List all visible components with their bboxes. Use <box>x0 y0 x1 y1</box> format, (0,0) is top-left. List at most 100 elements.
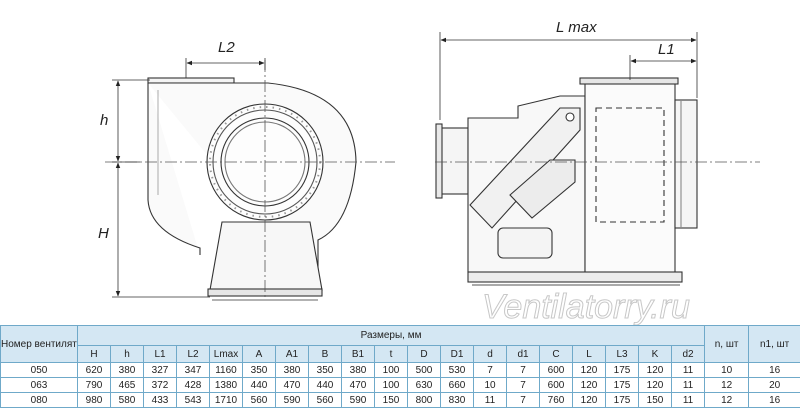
dimension-cell: 560 <box>243 393 276 408</box>
dimension-cell: 372 <box>144 378 177 393</box>
dimension-cell: 7 <box>474 363 507 378</box>
dimension-cell: 590 <box>342 393 375 408</box>
dimension-cell: 980 <box>78 393 111 408</box>
column-header: t <box>375 346 408 363</box>
column-header: L2 <box>177 346 210 363</box>
header-n1: n1, шт <box>749 326 800 363</box>
dimension-cell: 10 <box>474 378 507 393</box>
fan-number-cell: 063 <box>1 378 78 393</box>
dimension-cell: 175 <box>606 378 639 393</box>
header-n: n, шт <box>705 326 749 363</box>
dimension-cell: 7 <box>507 378 540 393</box>
label-h-big: H <box>98 225 109 242</box>
dimension-cell: 11 <box>672 363 705 378</box>
dimension-cell: 327 <box>144 363 177 378</box>
label-l1: L1 <box>658 41 675 58</box>
fan-stand <box>210 222 322 290</box>
dimension-cell: 440 <box>243 378 276 393</box>
column-header: Lmax <box>210 346 243 363</box>
dimension-cell: 11 <box>672 393 705 408</box>
column-header: D <box>408 346 441 363</box>
column-header: H <box>78 346 111 363</box>
dimension-cell: 500 <box>408 363 441 378</box>
dimension-cell: 380 <box>276 363 309 378</box>
dimension-cell: 590 <box>276 393 309 408</box>
column-header: B <box>309 346 342 363</box>
label-l2: L2 <box>218 39 235 56</box>
dimension-cell: 150 <box>375 393 408 408</box>
outlet-flange <box>148 78 234 83</box>
column-header: B1 <box>342 346 375 363</box>
column-header: C <box>540 346 573 363</box>
column-header: h <box>111 346 144 363</box>
column-header: d <box>474 346 507 363</box>
dimension-cell: 380 <box>111 363 144 378</box>
dimension-cell: 7 <box>507 363 540 378</box>
header-sizes: Размеры, мм <box>78 326 705 346</box>
dimension-cell: 350 <box>309 363 342 378</box>
dimension-cell: 1380 <box>210 378 243 393</box>
column-header: K <box>639 346 672 363</box>
watermark: Ventilatorry.ru <box>482 288 690 325</box>
fan-technical-drawing: L2 h H L max L1 Ventilatorry. <box>0 0 800 325</box>
n1-cell: 20 <box>749 378 800 393</box>
dimension-cell: 600 <box>540 363 573 378</box>
dimension-cell: 100 <box>375 363 408 378</box>
dimension-cell: 428 <box>177 378 210 393</box>
dimension-cell: 175 <box>606 363 639 378</box>
dimension-cell: 790 <box>78 378 111 393</box>
column-header: A1 <box>276 346 309 363</box>
inspection-window <box>498 228 552 258</box>
dimension-cell: 830 <box>441 393 474 408</box>
dimension-cell: 470 <box>276 378 309 393</box>
outlet-stub <box>675 100 697 228</box>
dimension-cell: 150 <box>639 393 672 408</box>
fan-housing <box>585 83 675 273</box>
dimension-cell: 120 <box>639 363 672 378</box>
dimension-cell: 175 <box>606 393 639 408</box>
column-header: L <box>573 346 606 363</box>
n-cell: 12 <box>705 393 749 408</box>
dimensions-table: Номер вентилятора Размеры, мм n, шт n1, … <box>0 325 800 408</box>
dimension-cell: 120 <box>639 378 672 393</box>
dimension-cell: 350 <box>243 363 276 378</box>
column-header: D1 <box>441 346 474 363</box>
column-header: A <box>243 346 276 363</box>
dimension-cell: 100 <box>375 378 408 393</box>
header-fan-number: Номер вентилятора <box>1 326 78 363</box>
column-header: d1 <box>507 346 540 363</box>
fan-number-cell: 050 <box>1 363 78 378</box>
fan-number-cell: 080 <box>1 393 78 408</box>
dimension-cell: 560 <box>309 393 342 408</box>
dimension-cell: 120 <box>573 363 606 378</box>
dimension-cell: 1710 <box>210 393 243 408</box>
n-cell: 12 <box>705 378 749 393</box>
n1-cell: 16 <box>749 363 800 378</box>
dimension-cell: 630 <box>408 378 441 393</box>
front-view <box>148 78 356 300</box>
column-header: d2 <box>672 346 705 363</box>
label-h-small: h <box>100 112 108 129</box>
dimension-cell: 800 <box>408 393 441 408</box>
dimension-cell: 543 <box>177 393 210 408</box>
dimension-cell: 120 <box>573 393 606 408</box>
column-header: L3 <box>606 346 639 363</box>
dimension-cell: 11 <box>672 378 705 393</box>
dimension-cell: 11 <box>474 393 507 408</box>
side-base <box>468 272 682 282</box>
dimension-cell: 660 <box>441 378 474 393</box>
n-cell: 10 <box>705 363 749 378</box>
dimension-cell: 760 <box>540 393 573 408</box>
dimension-cell: 620 <box>78 363 111 378</box>
side-view <box>436 78 697 285</box>
dimension-cell: 470 <box>342 378 375 393</box>
label-lmax: L max <box>556 19 597 36</box>
dimension-cell: 433 <box>144 393 177 408</box>
dimension-cell: 1160 <box>210 363 243 378</box>
dimension-cell: 120 <box>573 378 606 393</box>
inlet-pipe <box>440 128 468 194</box>
